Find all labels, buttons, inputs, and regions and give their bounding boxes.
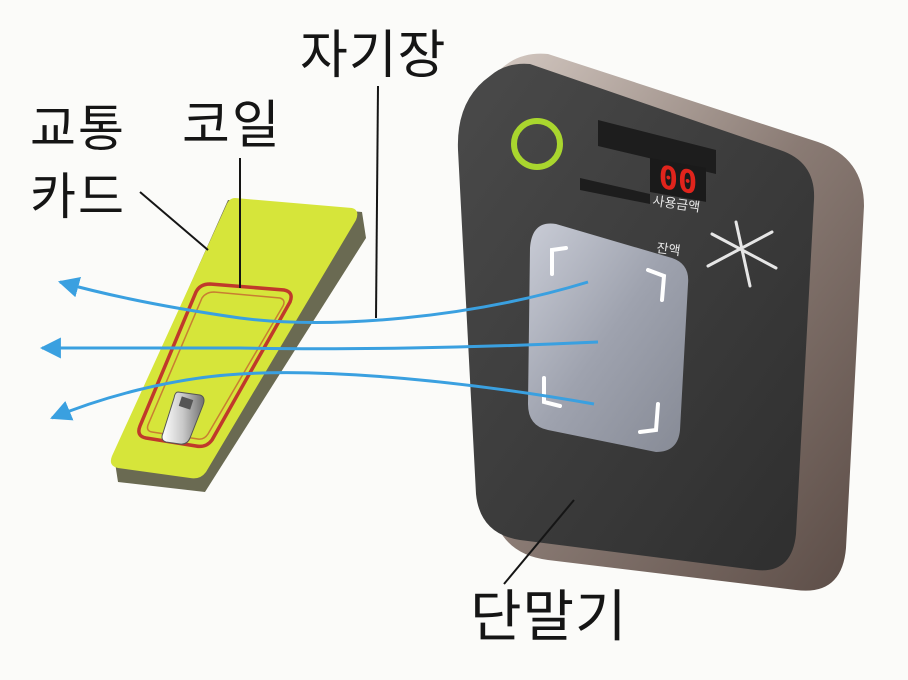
amount-digits: 00	[659, 158, 698, 203]
coil-loop	[137, 282, 293, 449]
magnetic-field-label: 자기장	[300, 26, 447, 86]
amount-caption: 사용금액	[651, 194, 700, 216]
terminal-device: 00 사용금액 잔액	[457, 53, 864, 591]
terminal-label: 단말기	[470, 585, 628, 650]
field-line-bottom	[50, 371, 595, 421]
magnetic-field-lines	[39, 276, 599, 421]
touch-pad-corners	[542, 246, 667, 434]
status-ring-icon	[511, 118, 563, 170]
leader-card	[139, 191, 209, 251]
balance-caption: 잔액	[655, 241, 681, 259]
chip-icon	[161, 391, 205, 445]
transit-card-label-line2: 카드	[30, 168, 126, 226]
amount-display: 00	[650, 158, 706, 203]
display-bar-bottom	[580, 178, 650, 204]
transit-card	[110, 198, 366, 492]
field-line-top	[57, 276, 589, 324]
leader-lines	[139, 85, 575, 585]
field-line-middle	[39, 337, 599, 359]
leader-field	[375, 85, 379, 319]
display-bar-top	[598, 120, 716, 174]
transit-card-label-line1: 교통	[30, 100, 126, 158]
leader-terminal	[503, 499, 575, 585]
coil-label: 코일	[182, 96, 282, 156]
x-icon	[706, 220, 778, 288]
coil-loop-inner	[146, 291, 285, 440]
touch-pad	[528, 223, 689, 452]
